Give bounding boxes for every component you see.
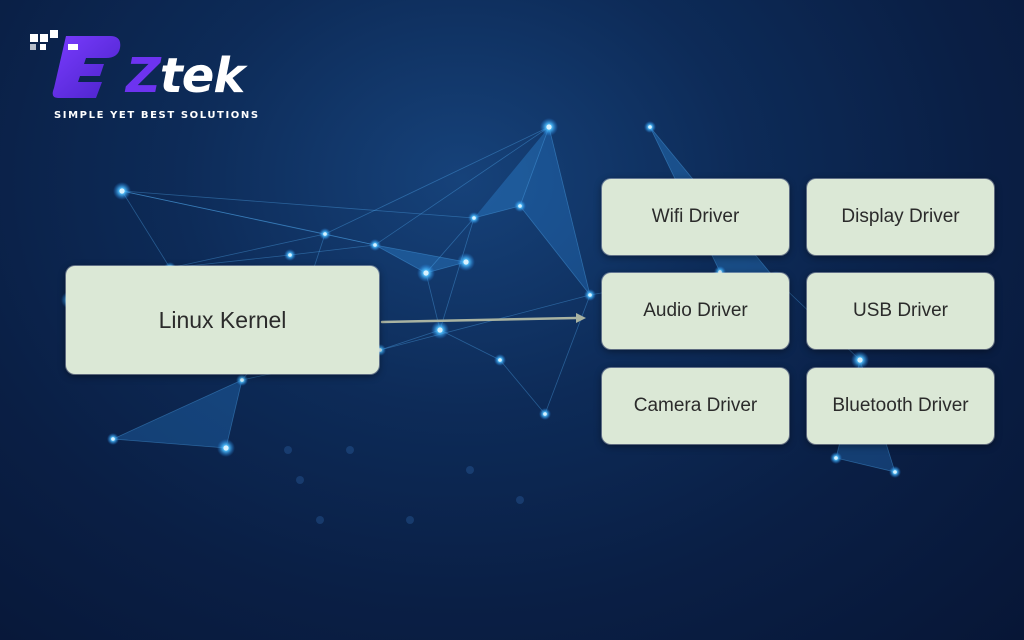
network-node — [423, 270, 429, 276]
network-line — [379, 294, 591, 351]
driver-label-bluetooth: Bluetooth Driver — [832, 395, 969, 416]
driver-box-display: Display Driver — [807, 179, 994, 255]
network-node — [223, 445, 229, 451]
bokeh-dot — [516, 496, 524, 504]
network-line — [121, 190, 376, 246]
network-line — [324, 233, 376, 246]
network-node — [893, 470, 897, 474]
network-line — [374, 126, 550, 246]
network-line — [473, 205, 521, 219]
network-line — [121, 190, 326, 235]
network-facet — [113, 380, 242, 448]
network-line — [835, 457, 896, 473]
bokeh-dot — [316, 516, 324, 524]
driver-label-camera: Camera Driver — [633, 395, 758, 416]
network-line — [169, 254, 291, 269]
network-line — [439, 329, 501, 361]
network-line — [374, 244, 467, 263]
driver-label-audio: Audio Driver — [643, 300, 748, 321]
network-node — [437, 327, 443, 333]
network-node — [288, 253, 292, 257]
bokeh-dot — [296, 476, 304, 484]
network-line — [169, 233, 326, 269]
network-node — [323, 232, 327, 236]
network-node — [378, 348, 382, 352]
kernel-to-drivers-arrow — [380, 313, 586, 324]
bokeh-dot — [466, 466, 474, 474]
network-line — [519, 205, 591, 296]
network-line — [112, 438, 227, 449]
linux-kernel-label: Linux Kernel — [158, 306, 287, 333]
driver-box-camera: Camera Driver — [602, 368, 789, 444]
logo-wordmark: Ztek — [126, 48, 245, 104]
bokeh-dot — [284, 446, 292, 454]
network-line — [439, 217, 475, 331]
network-node — [463, 259, 469, 265]
network-node — [119, 188, 125, 194]
network-node — [718, 270, 722, 274]
driver-label-wifi: Wifi Driver — [651, 206, 740, 227]
network-node — [834, 456, 838, 460]
driver-box-usb: USB Driver — [807, 273, 994, 349]
network-line — [225, 379, 243, 449]
network-node — [373, 243, 377, 247]
network-line — [379, 329, 441, 351]
network-line — [121, 190, 171, 269]
network-line — [289, 244, 376, 256]
network-facet — [375, 245, 466, 273]
network-line — [544, 294, 591, 415]
driver-box-bluetooth: Bluetooth Driver — [807, 368, 994, 444]
network-line — [324, 126, 550, 235]
network-node — [648, 125, 652, 129]
network-node — [111, 437, 115, 441]
network-line — [499, 359, 546, 415]
network-node — [543, 412, 547, 416]
driver-label-usb: USB Driver — [852, 300, 948, 321]
driver-box-audio: Audio Driver — [602, 273, 789, 349]
network-line — [112, 379, 243, 440]
bokeh-dot — [406, 516, 414, 524]
network-facet — [474, 127, 549, 218]
network-node — [546, 124, 552, 130]
network-node — [588, 293, 592, 297]
network-node — [240, 378, 244, 382]
network-line — [374, 244, 427, 274]
eztek-logo: Ztek SIMPLE YET BEST SOLUTIONS — [30, 30, 310, 130]
network-node — [857, 357, 863, 363]
network-node — [518, 204, 522, 208]
network-line — [425, 217, 475, 274]
network-line — [519, 126, 550, 207]
logo-z: Z — [126, 48, 161, 104]
bokeh-dot — [346, 446, 354, 454]
logo-tek: tek — [159, 48, 245, 104]
driver-box-wifi: Wifi Driver — [602, 179, 789, 255]
network-line — [121, 190, 475, 219]
network-node — [498, 358, 502, 362]
network-lines — [69, 126, 896, 473]
network-node — [472, 216, 476, 220]
logo-tagline: SIMPLE YET BEST SOLUTIONS — [54, 110, 260, 121]
logo-pixel-mark — [30, 30, 70, 64]
driver-label-display: Display Driver — [841, 206, 960, 227]
network-facet — [520, 127, 590, 295]
linux-kernel-box: Linux Kernel — [66, 266, 379, 374]
logo-e-mark — [52, 36, 121, 98]
network-line — [548, 126, 591, 296]
network-nodes — [61, 118, 901, 524]
